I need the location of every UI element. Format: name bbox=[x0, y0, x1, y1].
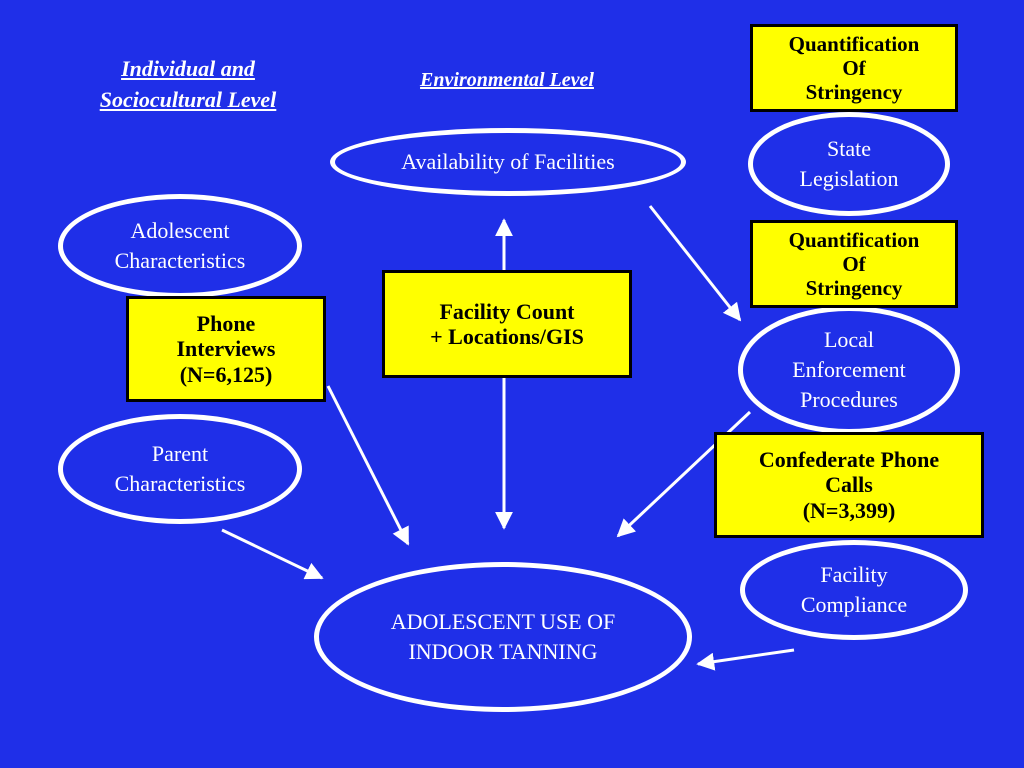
environmental-level-heading: Environmental Level bbox=[420, 69, 594, 91]
quantification-state-box: Quantification Of Stringency bbox=[750, 24, 958, 112]
facility-count-label: Facility Count + Locations/GIS bbox=[430, 298, 584, 349]
confederate-calls-label: Confederate Phone Calls (N=3,399) bbox=[758, 447, 940, 523]
quantification-local-box: Quantification Of Stringency bbox=[750, 220, 958, 308]
quantification-local-label: Quantification Of Stringency bbox=[788, 227, 920, 301]
facility-count-box: Facility Count + Locations/GIS bbox=[382, 270, 632, 378]
facility-compliance-label: Facility Compliance bbox=[800, 562, 908, 617]
availability-label: Availability of Facilities bbox=[401, 149, 615, 175]
parent-label: Parent Characteristics bbox=[114, 441, 246, 496]
adolescent-label: Adolescent Characteristics bbox=[114, 218, 246, 273]
arrow-compliance-outcome bbox=[696, 648, 795, 671]
outcome-node: ADOLESCENT USE OF INDOOR TANNING bbox=[314, 562, 692, 712]
arrow-availability-local bbox=[648, 205, 742, 322]
state-legislation-label: State Legislation bbox=[799, 136, 899, 191]
phone-interviews-label: Phone Interviews (N=6,125) bbox=[176, 311, 276, 387]
arrow-phone-outcome bbox=[326, 385, 410, 546]
adolescent-characteristics-node: Adolescent Characteristics bbox=[58, 194, 302, 298]
individual-level-heading: Individual and Sociocultural Level bbox=[99, 56, 277, 112]
parent-characteristics-node: Parent Characteristics bbox=[58, 414, 302, 524]
outcome-label: ADOLESCENT USE OF INDOOR TANNING bbox=[390, 609, 616, 664]
quantification-state-label: Quantification Of Stringency bbox=[788, 31, 920, 105]
facility-compliance-node: Facility Compliance bbox=[740, 540, 968, 640]
state-legislation-node: State Legislation bbox=[748, 112, 950, 216]
local-enforcement-node: Local Enforcement Procedures bbox=[738, 306, 960, 434]
local-enforcement-label: Local Enforcement Procedures bbox=[792, 327, 906, 412]
availability-of-facilities-node: Availability of Facilities bbox=[330, 128, 686, 196]
arrow-parent-outcome bbox=[221, 528, 324, 580]
phone-interviews-box: Phone Interviews (N=6,125) bbox=[126, 296, 326, 402]
confederate-calls-box: Confederate Phone Calls (N=3,399) bbox=[714, 432, 984, 538]
